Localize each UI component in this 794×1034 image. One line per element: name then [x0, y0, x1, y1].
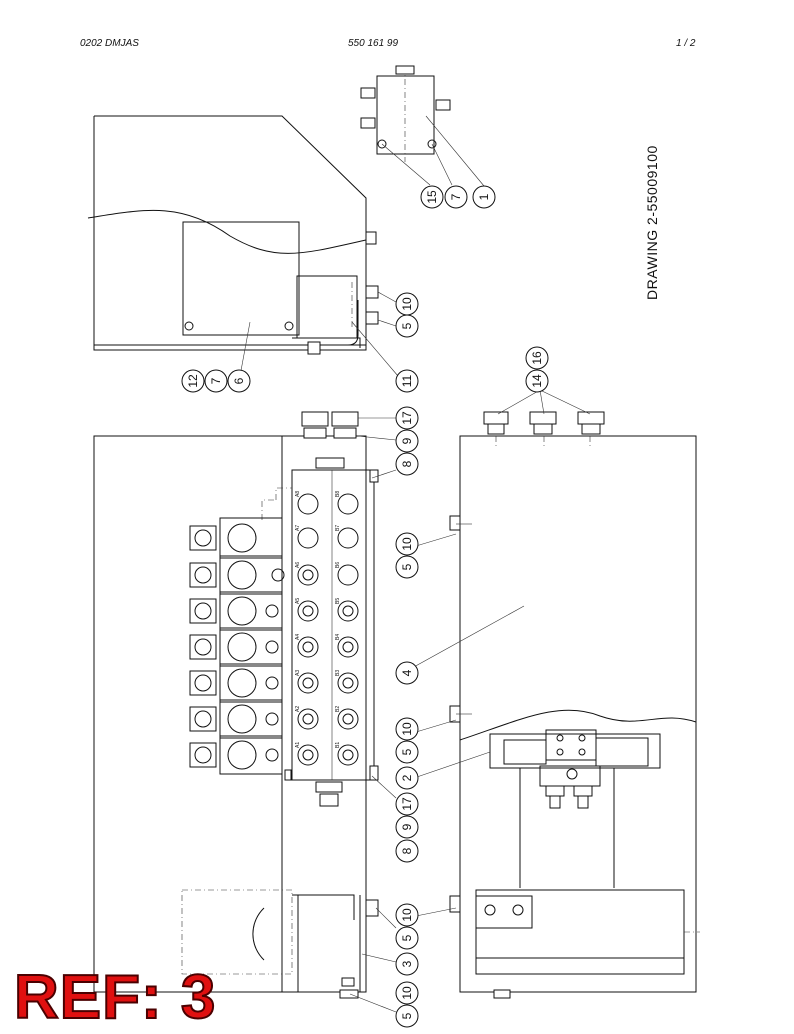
header-page-number: 1 / 2	[676, 38, 696, 49]
callout-label: 7	[449, 193, 463, 200]
callout-label: 3	[400, 960, 414, 967]
callout-label: 2	[400, 774, 414, 781]
port-label: A8	[295, 491, 301, 497]
port-label: A5	[295, 598, 301, 604]
callout-label: 10	[400, 297, 414, 311]
port-label: A7	[295, 525, 301, 531]
callout-label: 7	[209, 377, 223, 384]
callout-label: 4	[400, 669, 414, 676]
port-label: B4	[335, 634, 341, 640]
callout-label: 15	[425, 190, 439, 204]
callout-label: 5	[400, 1012, 414, 1019]
callout-label: 17	[400, 797, 414, 811]
port-label: B8	[335, 491, 341, 497]
header-left-code: 0202 DMJAS	[80, 38, 139, 49]
callout-label: 16	[530, 351, 544, 365]
leader-lines	[349, 389, 591, 1013]
port-labels: A8 A7 A6 A5 A4 A3 A2 A1 B8 B7 B6 B5 B4 B…	[295, 491, 341, 748]
callout-label: 5	[400, 748, 414, 755]
callout-label: 10	[400, 722, 414, 736]
port-label: B2	[335, 706, 341, 712]
port-label: A1	[295, 742, 301, 748]
callout-label: 14	[530, 374, 544, 388]
port-label: B6	[335, 562, 341, 568]
callout-label: 8	[400, 847, 414, 854]
reference-stamp: REF: 3	[13, 962, 217, 1033]
top-left-view	[87, 115, 399, 377]
callout-label: 5	[400, 563, 414, 570]
valve-sections	[189, 493, 359, 775]
callout-label: 5	[400, 934, 414, 941]
top-small-view	[360, 65, 485, 187]
port-label: B5	[335, 598, 341, 604]
callout-label: 5	[400, 322, 414, 329]
callout-label: 11	[400, 374, 414, 387]
callout-label: 9	[400, 437, 414, 444]
port-label: B3	[335, 670, 341, 676]
port-label: A2	[295, 706, 301, 712]
drawing-title: DRAWING 2-55009100	[644, 145, 660, 300]
port-label: A3	[295, 670, 301, 676]
port-label: A4	[295, 634, 301, 640]
callout-bubbles: 15 7 1 5 10 11 12 7 6 14 16 17 9 8 5	[181, 185, 549, 1028]
callout-label: 17	[400, 411, 414, 425]
callout-label: 8	[400, 460, 414, 467]
port-label: B1	[335, 742, 341, 748]
port-label: A6	[295, 562, 301, 568]
callout-label: 10	[400, 986, 414, 1000]
bottom-left-view: A8 A7 A6 A5 A4 A3 A2 A1 B8 B7 B6 B5 B4 B…	[93, 411, 379, 999]
callout-label: 9	[400, 823, 414, 830]
callout-label: 10	[400, 537, 414, 551]
callout-label: 12	[186, 374, 200, 388]
port-label: B7	[335, 525, 341, 531]
header-part-number: 550 161 99	[348, 38, 399, 49]
callout-label: 1	[477, 193, 491, 200]
callout-label: 6	[232, 377, 246, 384]
callout-label: 10	[400, 908, 414, 922]
bottom-right-view	[411, 411, 700, 999]
